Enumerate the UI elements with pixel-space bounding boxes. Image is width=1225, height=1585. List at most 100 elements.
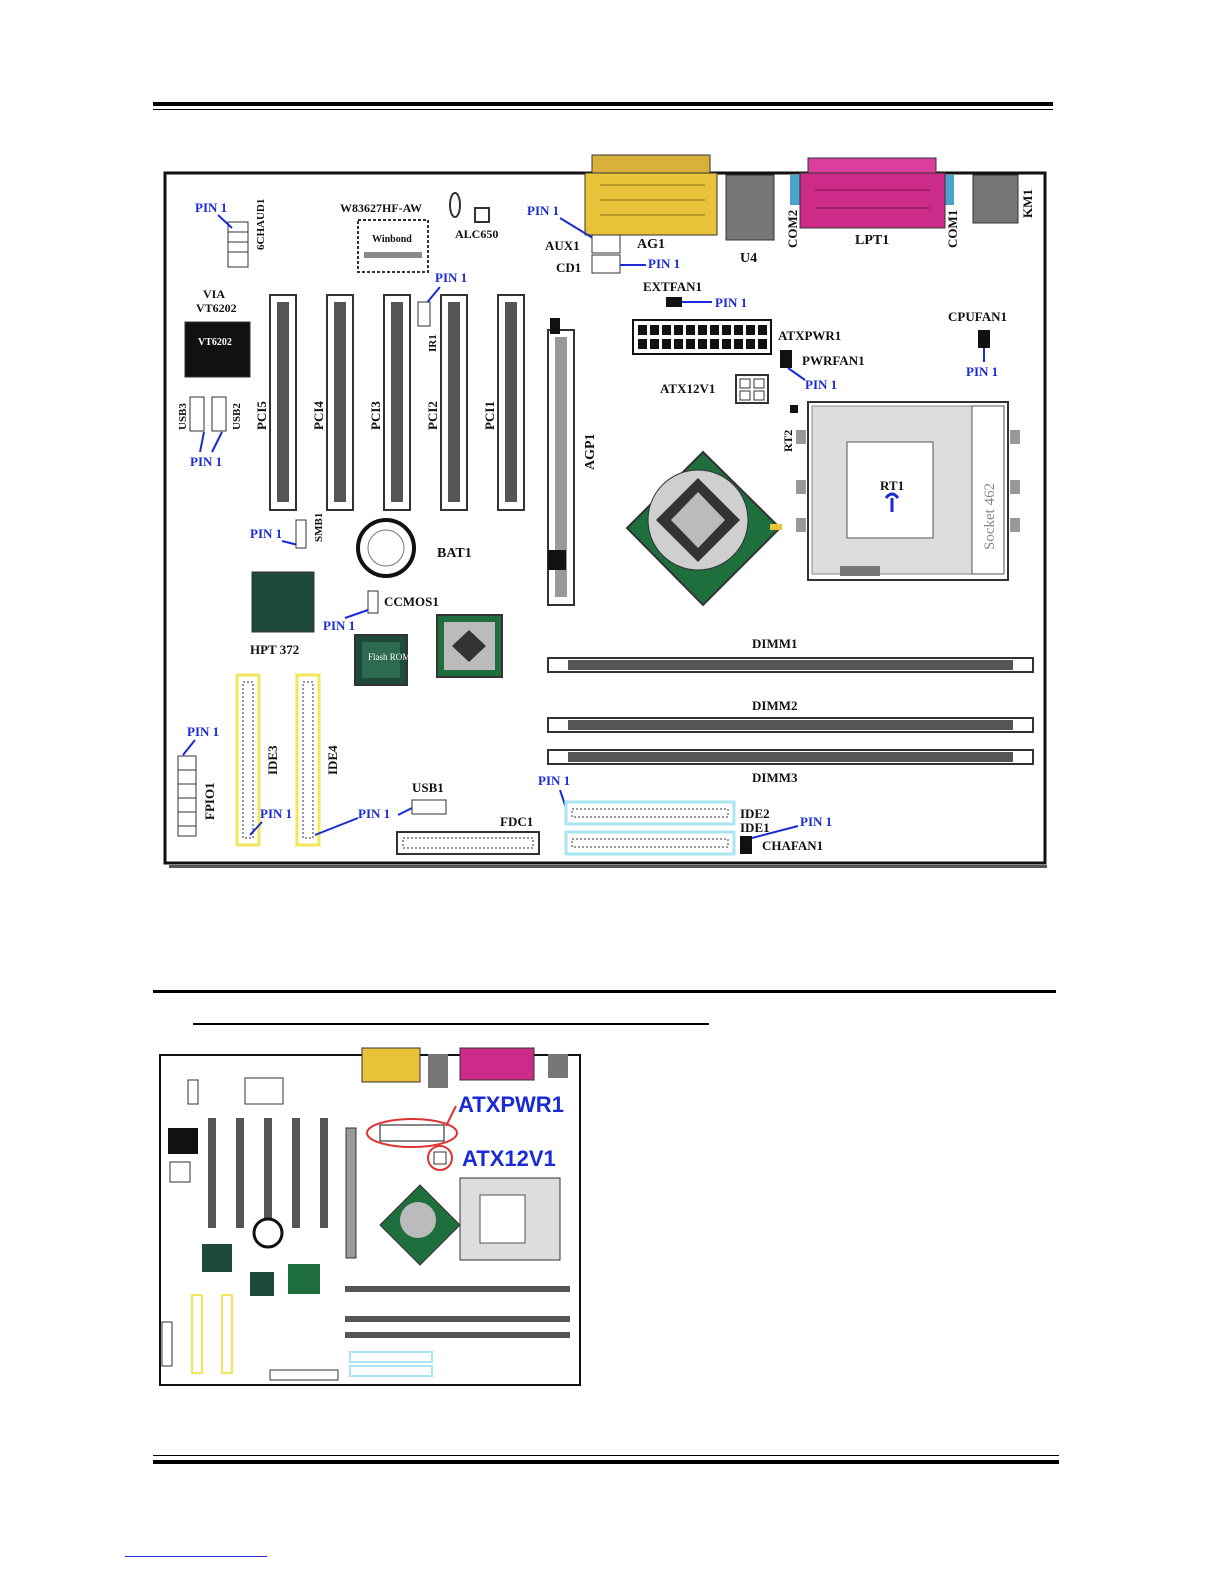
pin1-label: PIN 1 (966, 364, 998, 379)
hpt372-chip (251, 571, 315, 633)
ccmos1-jumper (367, 590, 379, 614)
smb1-label: SMB1 (313, 513, 325, 542)
flash-rom-text: Flash ROM (368, 652, 410, 662)
atx12v1-label: ATX12V1 (660, 381, 715, 396)
ag1-connector (591, 154, 711, 176)
vt6202-label: VT6202 (196, 301, 237, 315)
chafan1-header (740, 836, 752, 854)
ccmos1-label: CCMOS1 (384, 594, 439, 609)
northbridge-heatsink (625, 450, 782, 607)
ag1-label: AG1 (637, 237, 665, 252)
aux1-label: AUX1 (545, 238, 580, 253)
atxpwr1-label: ATXPWR1 (778, 328, 841, 343)
pin1-label: PIN 1 (715, 295, 747, 310)
ide2-label: IDE2 (740, 806, 770, 821)
u4-connector (725, 174, 775, 241)
pci2-label: PCI2 (425, 401, 440, 430)
extfan1-label: EXTFAN1 (643, 279, 702, 294)
ide3-label: IDE3 (265, 745, 280, 775)
header-rule-thick (153, 102, 1053, 106)
usb2-header (211, 396, 227, 432)
dimm2-label: DIMM2 (752, 698, 798, 713)
6chaud1-label: 6CHAUD1 (255, 199, 267, 250)
cpufan1-header (978, 330, 990, 348)
usb1-label: USB1 (412, 780, 444, 795)
pin1-label: PIN 1 (358, 806, 390, 821)
header-rule-thin (153, 109, 1053, 110)
pin1-label: PIN 1 (195, 200, 227, 215)
rt2-label: RT2 (781, 430, 795, 452)
pin1-label: PIN 1 (435, 270, 467, 285)
usb2-label: USB2 (231, 403, 243, 430)
ir1-label: IR1 (427, 334, 439, 352)
pci-slots (269, 294, 525, 511)
dimm3-label: DIMM3 (752, 770, 798, 785)
usb3-header (189, 396, 205, 432)
com1-label: COM1 (945, 210, 960, 248)
aux1-header (591, 234, 621, 254)
pin1-label: PIN 1 (648, 256, 680, 271)
ide2-connector (564, 800, 736, 826)
ide4-connector (295, 673, 321, 847)
atx-power-location-thumbnail: ATXPWR1 ATX12V1 (159, 1047, 581, 1386)
km1-connector (972, 174, 1019, 224)
usb1-header (411, 799, 447, 815)
pin1-label: PIN 1 (805, 377, 837, 392)
ide3-connector (235, 673, 261, 847)
vt6202-chip (184, 321, 251, 378)
chafan1-label: CHAFAN1 (762, 838, 823, 853)
ide1-label: IDE1 (740, 820, 770, 835)
agp1-label: AGP1 (583, 433, 598, 470)
smb1-header (295, 519, 307, 549)
u4-label: U4 (740, 251, 757, 266)
section-underline (193, 1023, 709, 1025)
via-label: VIA (203, 287, 225, 301)
pci5-label: PCI5 (254, 401, 269, 430)
dimm-slots (547, 657, 1034, 765)
pwrfan1-label: PWRFAN1 (802, 353, 865, 368)
dimm1-label: DIMM1 (752, 636, 798, 651)
thumb-atx12v1-label: ATX12V1 (462, 1146, 556, 1171)
motherboard-layout-diagram: AG1 U4 LPT1 COM2 COM1 KM1 6CHAUD1 PIN 1 … (163, 154, 1047, 868)
footer-rule-thin (153, 1455, 1059, 1456)
thumb-atxpwr1-label: ATXPWR1 (458, 1092, 564, 1117)
alc650-chip (474, 207, 490, 223)
lpt1-connector (799, 172, 946, 229)
bat1-label: BAT1 (437, 546, 472, 561)
fpio1-header (177, 755, 197, 837)
cpufan1-label: CPUFAN1 (948, 309, 1007, 324)
footer-rule-thick (153, 1460, 1059, 1464)
extfan1-header (666, 297, 682, 307)
ide1-connector (564, 830, 736, 856)
pin1-label: PIN 1 (190, 454, 222, 469)
fdc1-connector (396, 831, 540, 855)
w83627-chip (357, 219, 429, 273)
ide4-label: IDE4 (325, 745, 340, 775)
atx12v1-connector (735, 374, 769, 404)
fpio1-label: FPIO1 (202, 782, 217, 820)
winbond-text: Winbond (372, 234, 412, 245)
pin1-label: PIN 1 (538, 773, 570, 788)
pin1-label: PIN 1 (250, 526, 282, 541)
pwrfan1-header (780, 350, 792, 368)
footer-link-underline (125, 1556, 267, 1557)
pci1-label: PCI1 (482, 401, 497, 430)
alc650-label: ALC650 (455, 227, 498, 241)
pin1-label: PIN 1 (323, 618, 355, 633)
hpt372-label: HPT 372 (250, 642, 299, 657)
6chaud1-header (227, 221, 249, 268)
com2-label: COM2 (785, 210, 800, 248)
pin1-label: PIN 1 (187, 724, 219, 739)
usb3-label: USB3 (177, 403, 189, 430)
pci4-label: PCI4 (311, 401, 326, 430)
fdc1-label: FDC1 (500, 814, 533, 829)
pci3-label: PCI3 (368, 401, 383, 430)
w83627-label: W83627HF-AW (340, 201, 422, 215)
lpt1-label: LPT1 (855, 233, 889, 248)
ir1-header (417, 301, 431, 327)
cd1-header (591, 254, 621, 274)
km1-label: KM1 (1020, 189, 1035, 218)
rt1-label: RT1 (880, 478, 904, 493)
section-rule (153, 990, 1056, 993)
vt6202-chip-text: VT6202 (198, 337, 232, 348)
